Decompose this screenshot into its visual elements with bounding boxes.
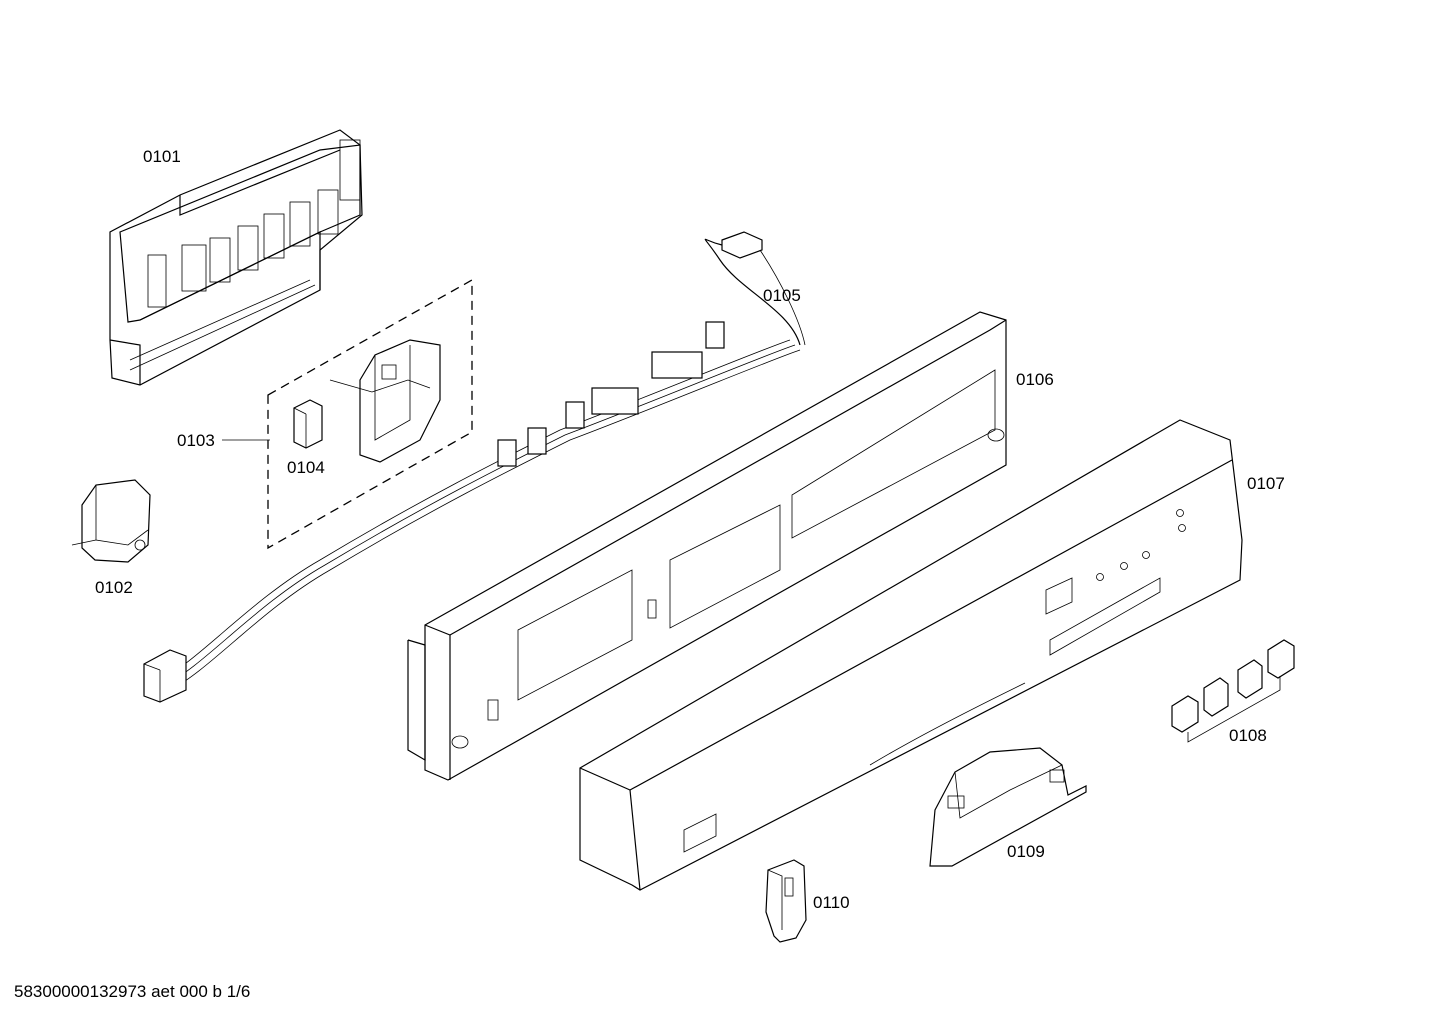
part-0104-capacitor[interactable] bbox=[293, 399, 323, 449]
label-0104: 0104 bbox=[287, 458, 325, 477]
label-0102: 0102 bbox=[95, 578, 133, 597]
part-0108-push-button-set[interactable] bbox=[1171, 639, 1295, 743]
part-0103-switch-mechanism[interactable] bbox=[329, 339, 441, 463]
part-0101-electronic-module[interactable] bbox=[109, 129, 363, 386]
label-0109: 0109 bbox=[1007, 842, 1045, 861]
part-0110-holder-clip[interactable] bbox=[765, 859, 807, 943]
part-0106-control-panel-frame[interactable] bbox=[407, 311, 1007, 781]
label-0108: 0108 bbox=[1229, 726, 1267, 745]
label-0106: 0106 bbox=[1016, 370, 1054, 389]
label-0105: 0105 bbox=[763, 286, 801, 305]
label-0110: 0110 bbox=[813, 893, 850, 912]
label-0101: 0101 bbox=[143, 147, 181, 166]
label-0103: 0103 bbox=[177, 431, 215, 450]
part-0105-wiring-harness[interactable] bbox=[143, 231, 806, 703]
part-0103-assembly-frame[interactable] bbox=[222, 278, 473, 550]
part-0107-fascia-panel[interactable] bbox=[579, 419, 1243, 891]
part-0102-door-switch[interactable] bbox=[71, 479, 151, 563]
label-0107: 0107 bbox=[1247, 474, 1285, 493]
part-0109-door-handle[interactable] bbox=[929, 747, 1087, 867]
footer-document-code: 58300000132973 aet 000 b 1/6 bbox=[14, 982, 250, 1001]
